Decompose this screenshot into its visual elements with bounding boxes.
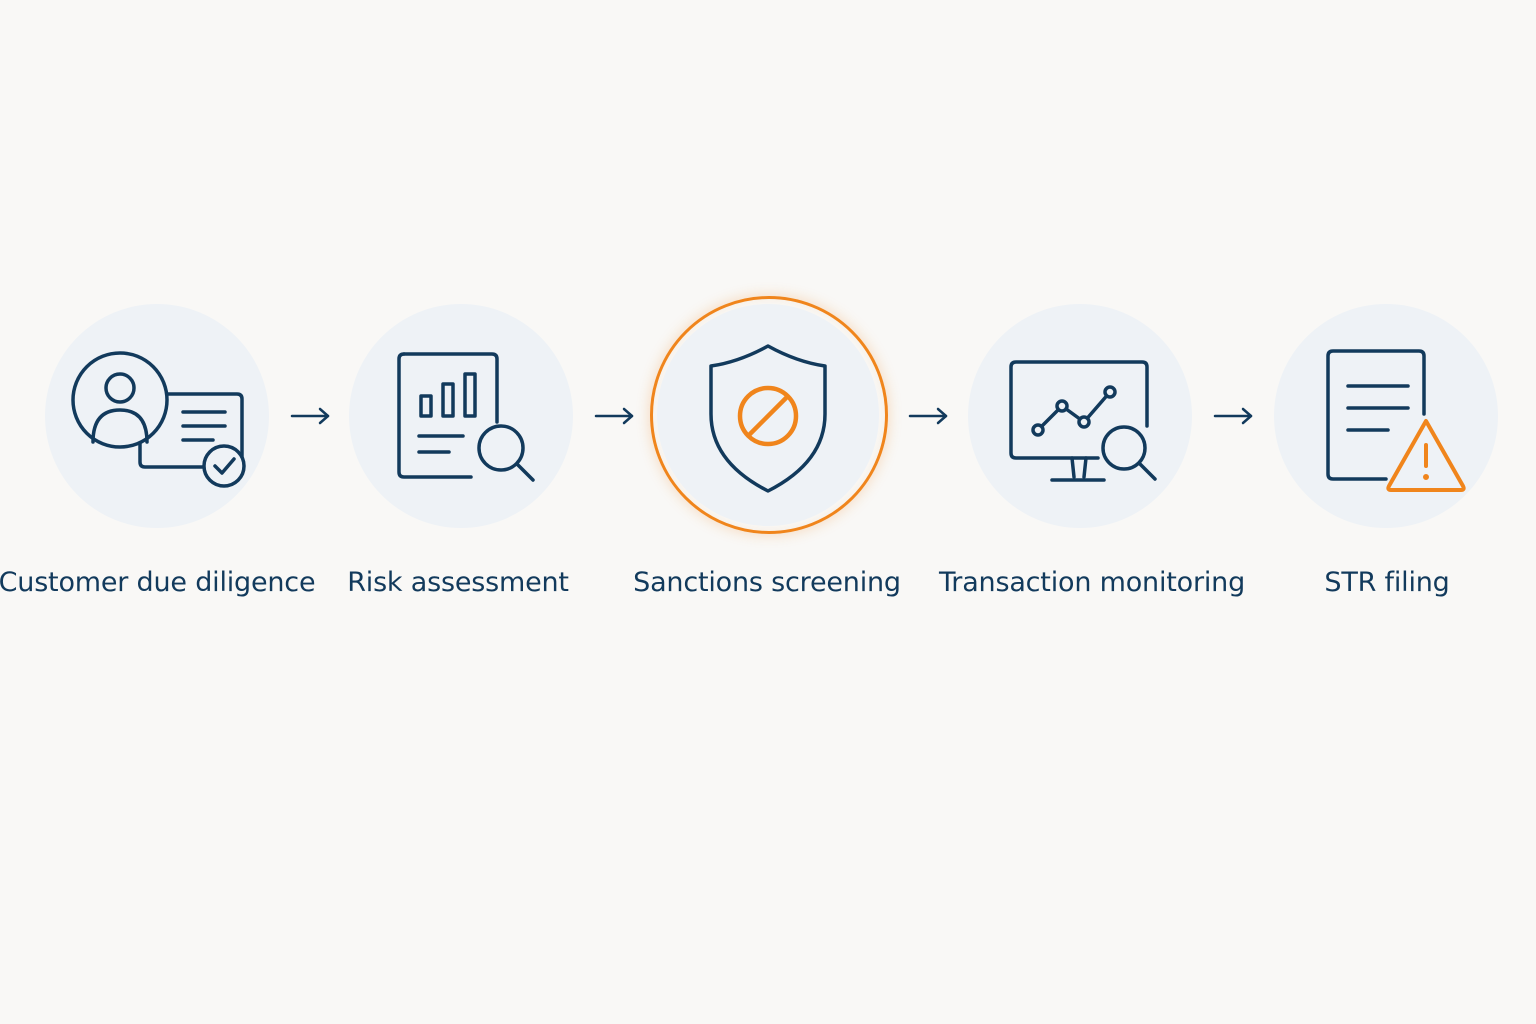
shield-prohibited-icon bbox=[709, 344, 827, 493]
step-str-filing-circle bbox=[1274, 304, 1498, 528]
step-label: Risk assessment bbox=[347, 567, 569, 598]
arrow-right-icon bbox=[594, 406, 638, 426]
step-label: Customer due diligence bbox=[0, 567, 316, 598]
step-label: STR filing bbox=[1324, 567, 1450, 598]
arrow-right-icon bbox=[1213, 406, 1257, 426]
monitor-chart-magnifier-icon bbox=[1009, 360, 1157, 482]
arrow-right-icon bbox=[290, 406, 334, 426]
customer-id-check-icon bbox=[71, 351, 246, 488]
step-sanctions-screening-circle bbox=[657, 304, 879, 526]
step-risk-assessment-circle bbox=[349, 304, 573, 528]
report-magnifier-icon bbox=[397, 352, 535, 482]
highlight-ring bbox=[650, 296, 888, 534]
step-transaction-monitoring-circle bbox=[968, 304, 1192, 528]
step-customer-due-diligence-circle bbox=[45, 304, 269, 528]
arrow-right-icon bbox=[908, 406, 952, 426]
step-label: Sanctions screening bbox=[633, 567, 901, 598]
step-label: Transaction monitoring bbox=[938, 567, 1246, 598]
document-warning-icon bbox=[1326, 349, 1466, 492]
